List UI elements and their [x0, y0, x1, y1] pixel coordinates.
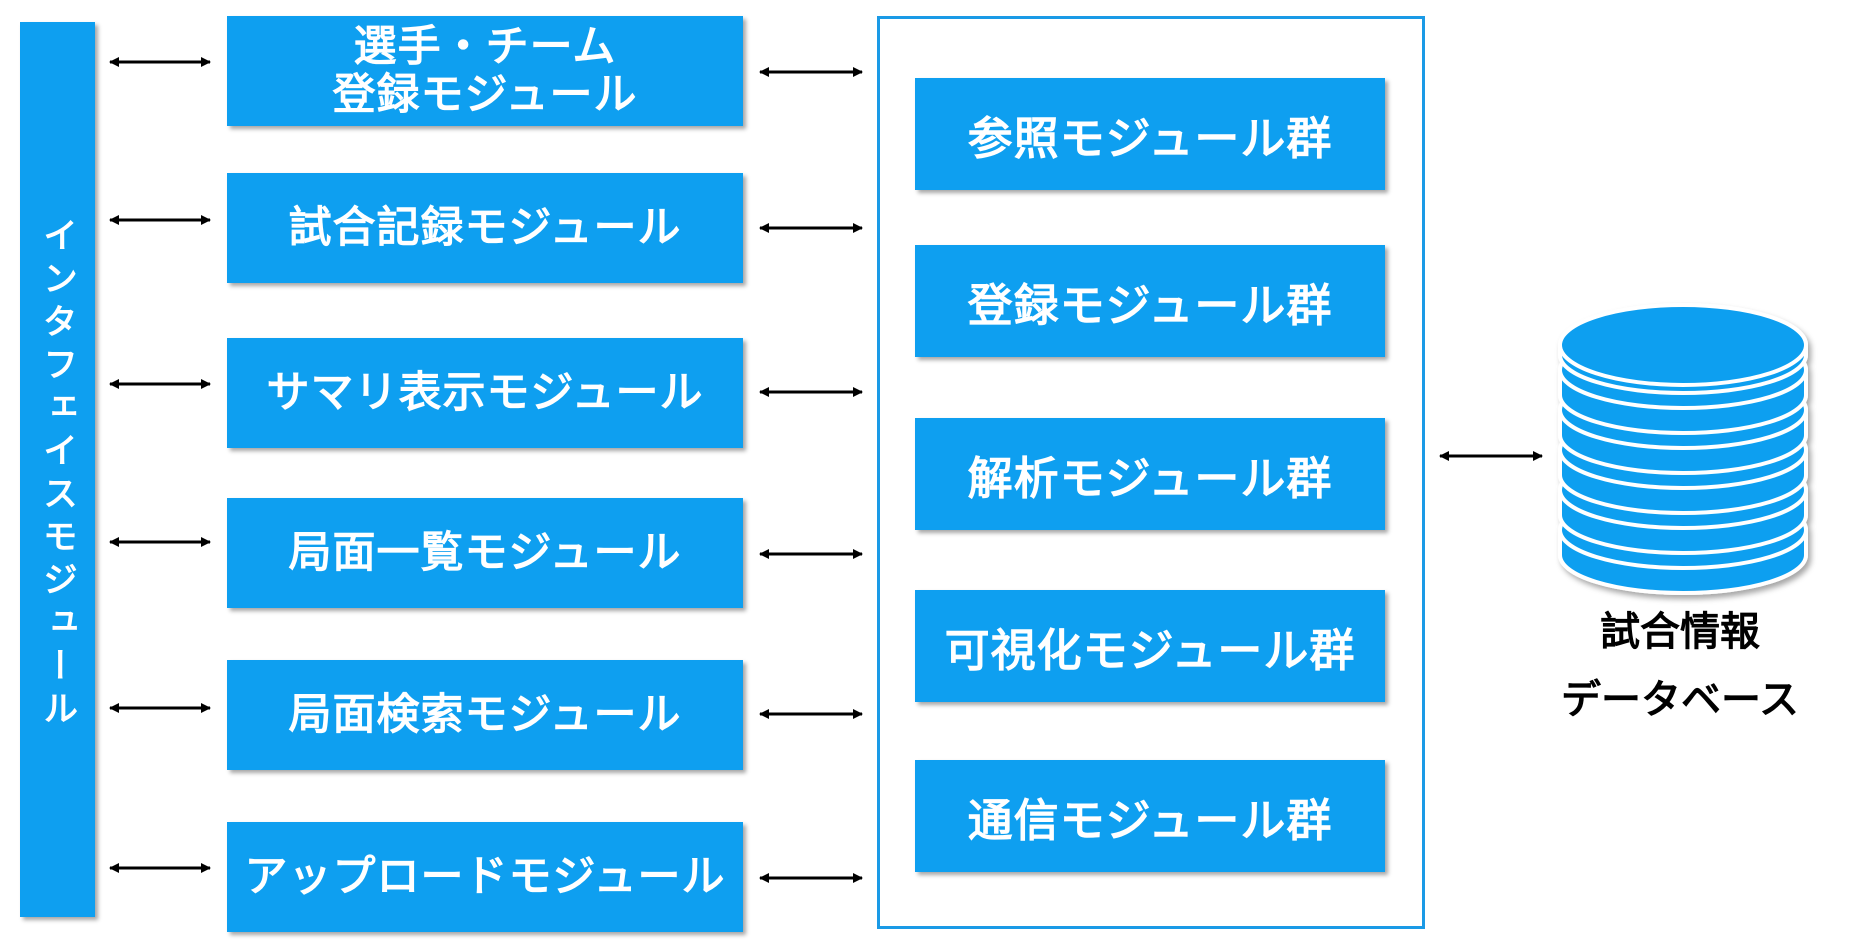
database-label-line1: 試合情報	[1600, 609, 1760, 655]
module-label: 局面検索モジュール	[288, 689, 682, 740]
module-label: 局面一覧モジュール	[288, 527, 682, 578]
interface-module-label: インタフェイスモジュール	[37, 216, 77, 733]
upload-module: アップロードモジュール	[227, 822, 743, 932]
registration-module-group: 登録モジュール群	[915, 245, 1385, 357]
group-label: 可視化モジュール群	[944, 623, 1356, 677]
database-label-line2: データベース	[1561, 677, 1799, 723]
match-record-module: 試合記録モジュール	[227, 173, 743, 283]
group-label: 参照モジュール群	[967, 111, 1333, 165]
module-label: 選手・チーム 登録モジュール	[332, 21, 638, 120]
summary-display-module: サマリ表示モジュール	[227, 338, 743, 448]
interface-module-box: インタフェイスモジュール	[20, 22, 95, 917]
situation-search-module: 局面検索モジュール	[227, 660, 743, 770]
analysis-module-group: 解析モジュール群	[915, 418, 1385, 530]
group-label: 登録モジュール群	[967, 278, 1333, 332]
module-label: アップロードモジュール	[244, 851, 726, 902]
group-label: 通信モジュール群	[967, 793, 1333, 847]
group-label: 解析モジュール群	[967, 451, 1333, 505]
communication-module-group: 通信モジュール群	[915, 760, 1385, 872]
module-label: サマリ表示モジュール	[266, 367, 704, 418]
situation-list-module: 局面一覧モジュール	[227, 498, 743, 608]
module-group-frame	[877, 16, 1425, 929]
reference-module-group: 参照モジュール群	[915, 78, 1385, 190]
visualization-module-group: 可視化モジュール群	[915, 590, 1385, 702]
player-team-registration-module: 選手・チーム 登録モジュール	[227, 16, 743, 126]
module-label: 試合記録モジュール	[288, 202, 682, 253]
